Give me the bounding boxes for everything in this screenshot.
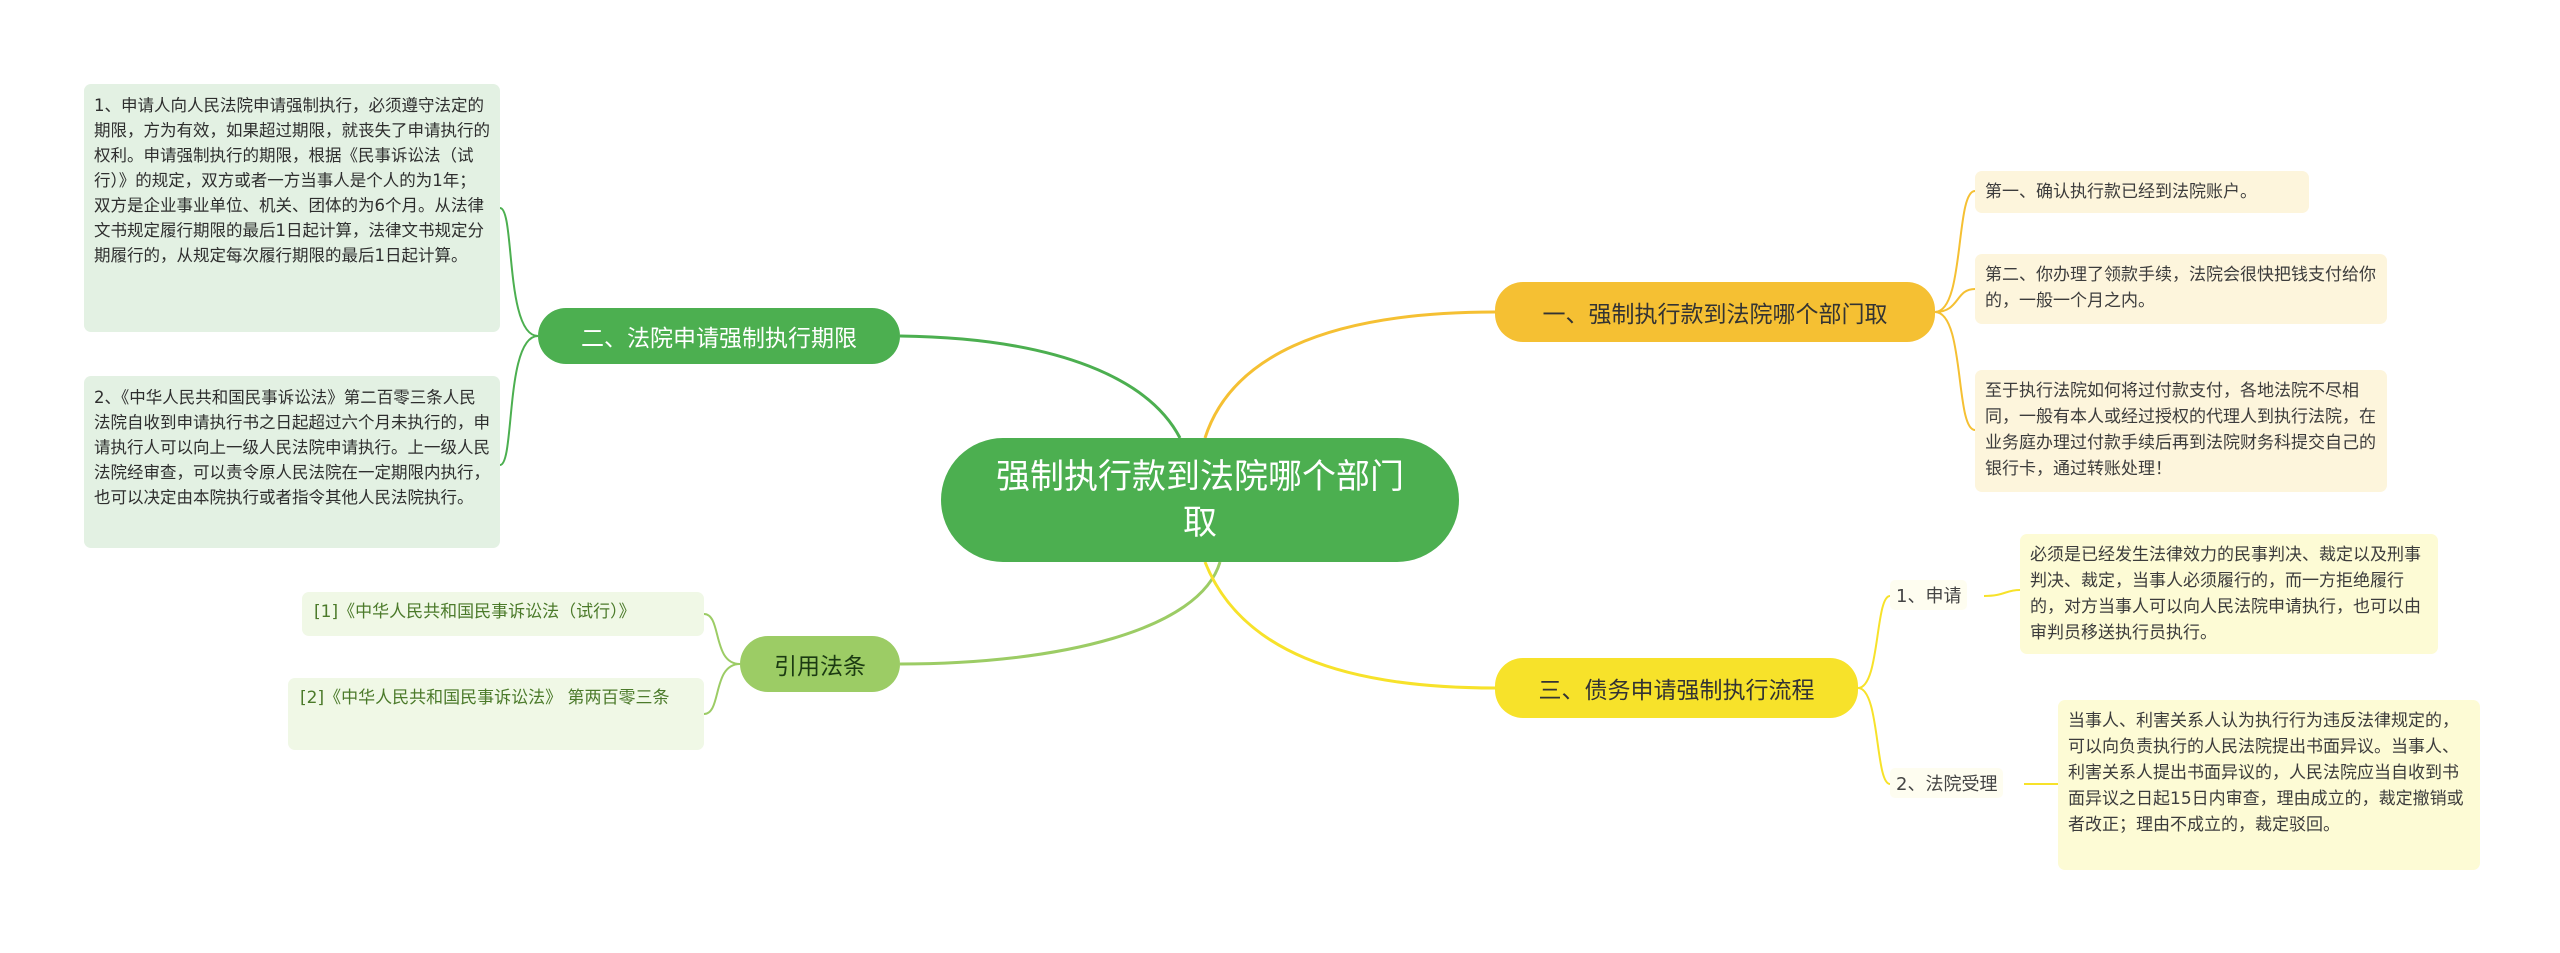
- law-leaf-1-text: [1]《中华人民共和国民事诉讼法（试行）》: [314, 602, 636, 622]
- flow-sub-accept-text[interactable]: 当事人、利害关系人认为执行行为违反法律规定的，可以向负责执行的人民法院提出书面异…: [2058, 700, 2480, 870]
- branch-flow[interactable]: 三、债务申请强制执行流程: [1495, 658, 1858, 718]
- branch-law-label: 引用法条: [774, 654, 866, 680]
- edge-limit-leaf1: [499, 207, 539, 337]
- branch-flow-label: 三、债务申请强制执行流程: [1538, 678, 1815, 704]
- edge-sub1-text: [1983, 589, 2021, 597]
- law-leaf-2[interactable]: [2]《中华人民共和国民事诉讼法》 第两百零三条: [288, 678, 704, 750]
- flow-sub-accept[interactable]: 2、法院受理: [1890, 768, 2004, 798]
- edge-root-limit: [899, 334, 1182, 439]
- limit-leaf-1[interactable]: 1、申请人向人民法院申请强制执行，必须遵守法定的期限，方为有效，如果超过期限，就…: [84, 84, 500, 332]
- branch-dept-label: 一、强制执行款到法院哪个部门取: [1542, 302, 1888, 328]
- edge-dept-leaf1: [1934, 190, 1976, 313]
- dept-leaf-1-text: 第一、确认执行款已经到法院账户。: [1985, 182, 2257, 202]
- edge-dept-leaf3: [1934, 311, 1976, 431]
- law-leaf-2-text: [2]《中华人民共和国民事诉讼法》 第两百零三条: [300, 688, 670, 708]
- flow-sub-apply-label: 1、申请: [1896, 586, 1962, 607]
- edge-root-law: [899, 561, 1222, 666]
- dept-leaf-2[interactable]: 第二、你办理了领款手续，法院会很快把钱支付给你的，一般一个月之内。: [1975, 254, 2387, 324]
- branch-law[interactable]: 引用法条: [740, 636, 900, 692]
- edge-flow-sub2: [1857, 687, 1891, 785]
- central-topic[interactable]: 强制执行款到法院哪个部门取: [941, 438, 1459, 562]
- edge-flow-sub1: [1857, 595, 1891, 689]
- flow-sub-apply[interactable]: 1、申请: [1890, 580, 1968, 610]
- dept-leaf-2-text: 第二、你办理了领款手续，法院会很快把钱支付给你的，一般一个月之内。: [1985, 265, 2376, 311]
- law-leaf-1[interactable]: [1]《中华人民共和国民事诉讼法（试行）》: [302, 592, 704, 636]
- flow-sub-accept-text-content: 当事人、利害关系人认为执行行为违反法律规定的，可以向负责执行的人民法院提出书面异…: [2068, 711, 2464, 835]
- dept-leaf-3[interactable]: 至于执行法院如何将过付款支付，各地法院不尽相同，一般有本人或经过授权的代理人到执…: [1975, 370, 2387, 492]
- limit-leaf-1-text: 1、申请人向人民法院申请强制执行，必须遵守法定的期限，方为有效，如果超过期限，就…: [94, 96, 490, 265]
- edge-root-dept: [1203, 310, 1496, 439]
- limit-leaf-2[interactable]: 2、《中华人民共和国民事诉讼法》第二百零三条人民法院自收到申请执行书之日起超过六…: [84, 376, 500, 548]
- central-topic-label: 强制执行款到法院哪个部门取: [996, 457, 1404, 543]
- edge-dept-leaf2: [1934, 288, 1976, 313]
- dept-leaf-3-text: 至于执行法院如何将过付款支付，各地法院不尽相同，一般有本人或经过授权的代理人到执…: [1985, 381, 2376, 479]
- limit-leaf-2-text: 2、《中华人民共和国民事诉讼法》第二百零三条人民法院自收到申请执行书之日起超过六…: [94, 388, 490, 507]
- flow-sub-apply-text[interactable]: 必须是已经发生法律效力的民事判决、裁定以及刑事判决、裁定，当事人必须履行的，而一…: [2020, 534, 2438, 654]
- branch-limit[interactable]: 二、法院申请强制执行期限: [538, 308, 900, 364]
- edge-limit-leaf2: [499, 335, 539, 466]
- edge-law-leaf2: [703, 663, 741, 715]
- flow-sub-accept-label: 2、法院受理: [1896, 774, 1998, 795]
- edge-root-flow: [1203, 561, 1496, 690]
- flow-sub-apply-text-content: 必须是已经发生法律效力的民事判决、裁定以及刑事判决、裁定，当事人必须履行的，而一…: [2030, 545, 2421, 643]
- branch-limit-label: 二、法院申请强制执行期限: [581, 326, 857, 352]
- dept-leaf-1[interactable]: 第一、确认执行款已经到法院账户。: [1975, 171, 2309, 213]
- branch-dept[interactable]: 一、强制执行款到法院哪个部门取: [1495, 282, 1935, 342]
- edge-law-leaf1: [703, 613, 741, 665]
